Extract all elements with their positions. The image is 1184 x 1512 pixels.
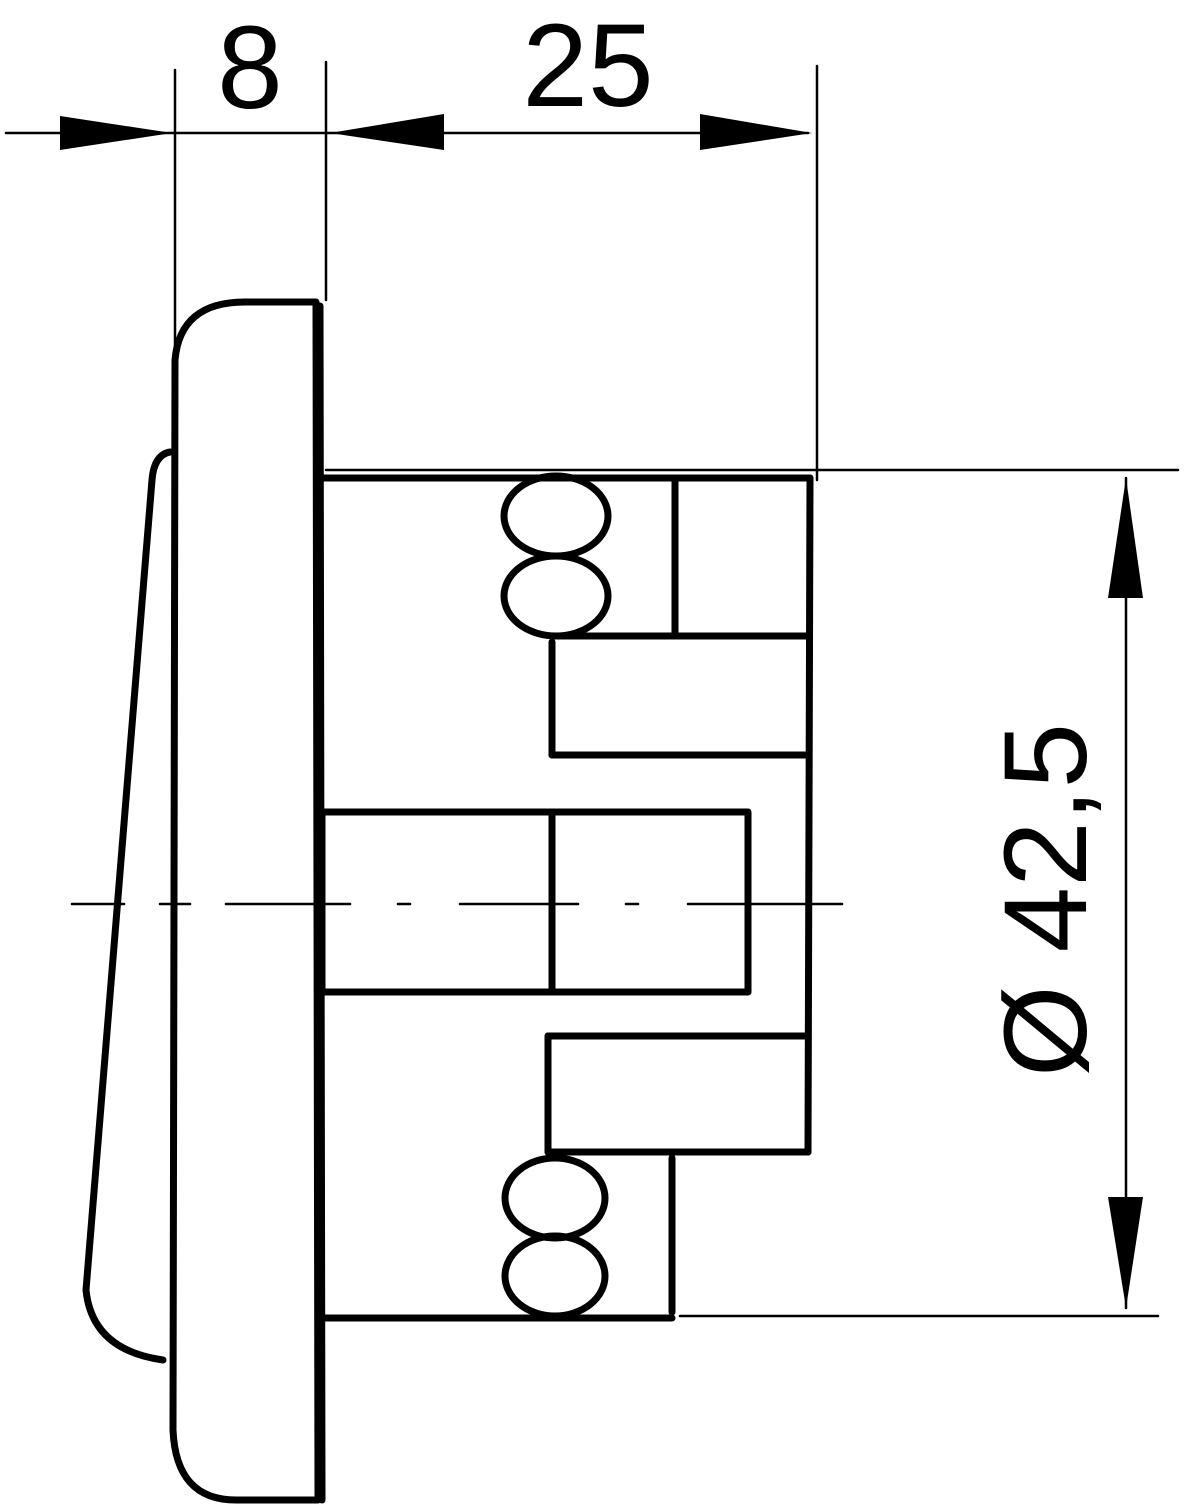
horizontal-dimension-line: [4, 114, 812, 150]
dimension-label-25: 25: [522, 0, 653, 132]
arrow-up-icon: [1108, 478, 1143, 598]
arrow-right-icon: [700, 114, 812, 150]
arrow-right-icon: [60, 116, 172, 150]
extension-lines: [173, 60, 1180, 1318]
dimension-label-8: 8: [217, 2, 283, 134]
dimension-label-diameter: Ø 42,5: [980, 723, 1112, 1077]
switch-body: [316, 302, 814, 1504]
arrow-left-icon: [330, 114, 444, 150]
arrow-down-icon: [1108, 1197, 1143, 1308]
bearing-rollers: [500, 472, 612, 1320]
vertical-dimension-line: [1108, 476, 1143, 1310]
front-bezel: [82, 298, 322, 1504]
